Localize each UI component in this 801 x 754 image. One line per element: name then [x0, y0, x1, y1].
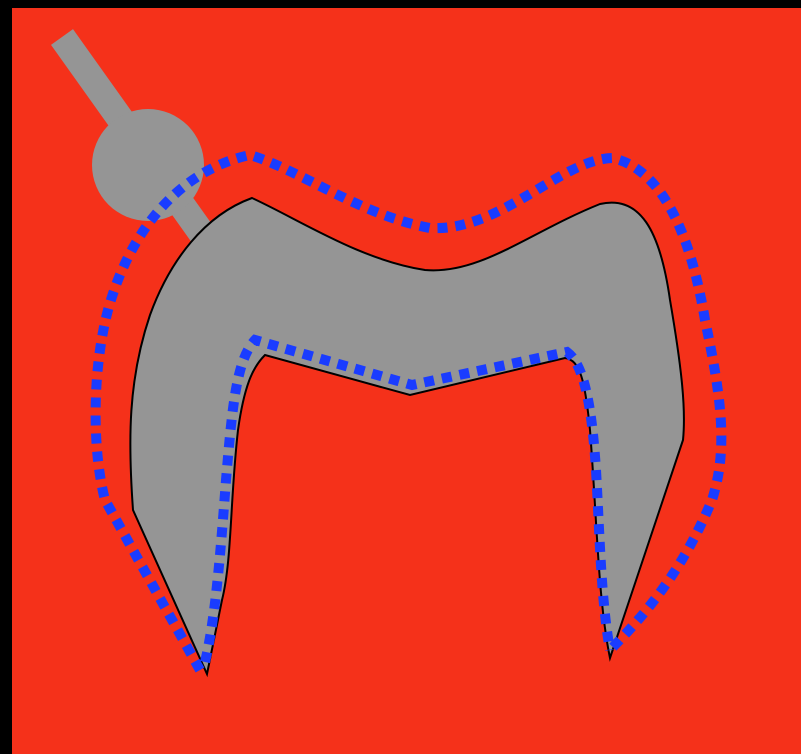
probe-ball: [92, 109, 204, 221]
